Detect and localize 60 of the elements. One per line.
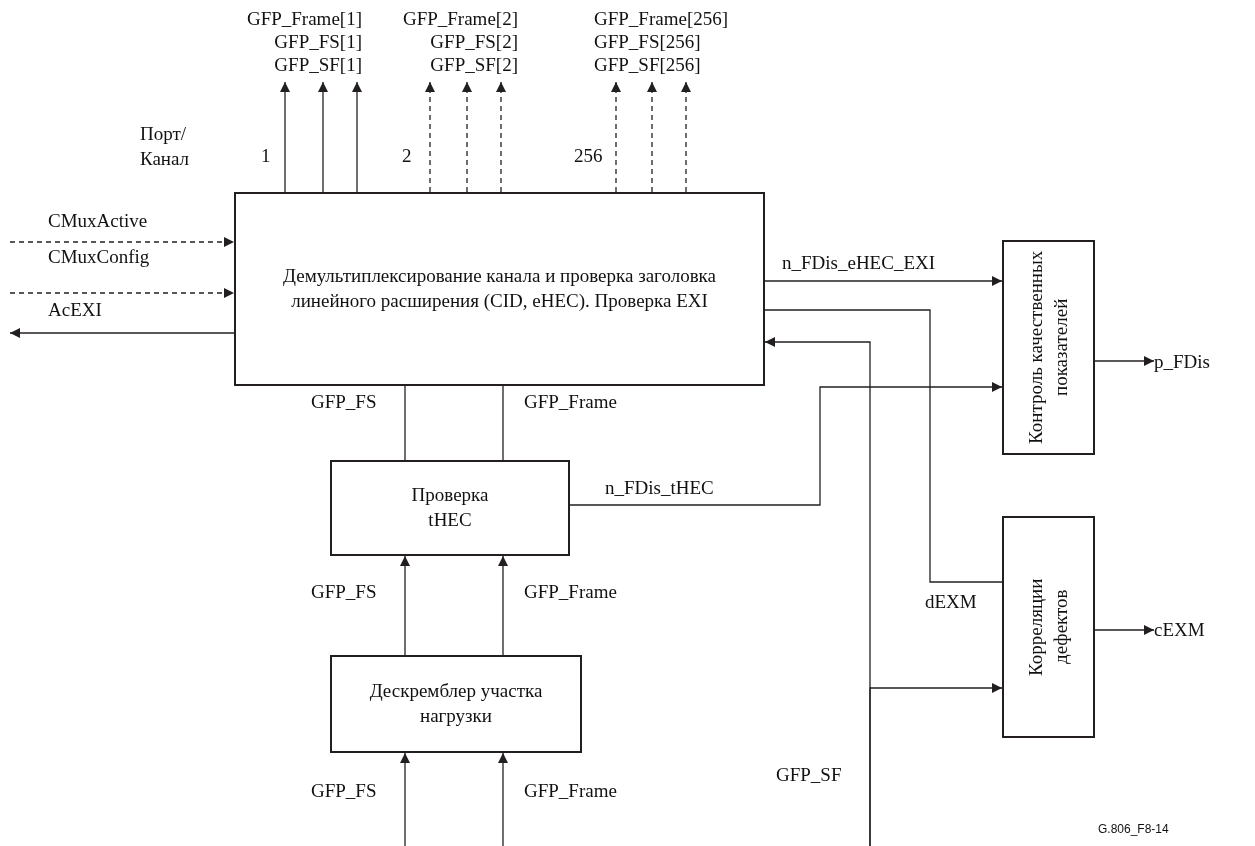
arrow bbox=[1094, 356, 1155, 366]
arrow bbox=[764, 276, 1003, 286]
signal-name: GFP_SF[1] bbox=[274, 53, 362, 77]
arrow bbox=[869, 683, 1003, 846]
box-text: Проверка tHEC bbox=[410, 483, 490, 532]
arrow bbox=[611, 81, 621, 193]
port-number: 256 bbox=[574, 146, 603, 167]
connector-line bbox=[404, 385, 406, 461]
arrow bbox=[9, 288, 235, 298]
arrow bbox=[681, 81, 691, 193]
signal-name: cEXM bbox=[1154, 618, 1218, 642]
arrow bbox=[352, 81, 362, 193]
edge-label: CMuxConfig bbox=[48, 247, 150, 268]
signal-name: GFP_Frame[2] bbox=[402, 8, 518, 31]
arrow bbox=[280, 81, 290, 193]
arrow bbox=[462, 81, 472, 193]
signal-name: p_FDis bbox=[1154, 350, 1226, 374]
process-box bbox=[330, 655, 582, 753]
signal-name: GFP_FS[1] bbox=[274, 30, 362, 54]
edge-label: GFP_FS bbox=[311, 392, 377, 413]
arrow bbox=[425, 81, 435, 193]
signal-name: GFP_Frame[1] bbox=[246, 8, 362, 31]
connector-line bbox=[502, 385, 504, 461]
port-label: Порт/ Канал bbox=[140, 122, 191, 171]
box-text: Дескремблер участка нагрузки bbox=[368, 679, 544, 728]
edge-label: GFP_FS bbox=[311, 781, 377, 802]
box-text: Демультиплексирование канала и проверка заголовка линейного расширения (CID, eHEC). Проверка EXI bbox=[282, 264, 717, 313]
signal-name: GFP_Frame[256] bbox=[594, 8, 729, 31]
edge-label: GFP_SF bbox=[776, 765, 842, 786]
arrow bbox=[318, 81, 328, 193]
connector-line bbox=[764, 309, 1003, 583]
edge-label: GFP_Frame bbox=[524, 781, 617, 802]
arrow bbox=[1094, 625, 1155, 635]
port-number: 2 bbox=[402, 146, 412, 167]
figure-id: G.806_F8-14 bbox=[1098, 822, 1169, 836]
arrow bbox=[400, 752, 410, 846]
arrow bbox=[498, 555, 508, 656]
process-box bbox=[234, 192, 765, 386]
process-box bbox=[1002, 516, 1095, 738]
edge-label: n_FDis_eHEC_EXI bbox=[782, 253, 936, 274]
signal-name: GFP_FS[2] bbox=[430, 30, 518, 54]
box-text: Контроль качественных показателей bbox=[1023, 249, 1072, 447]
arrow bbox=[647, 81, 657, 193]
arrow bbox=[569, 382, 1003, 506]
arrow bbox=[9, 237, 235, 247]
signal-name: GFP_SF[2] bbox=[430, 53, 518, 77]
box-text: Корреляции дефектов bbox=[1023, 577, 1072, 678]
process-box bbox=[1002, 240, 1095, 455]
edge-label: GFP_FS bbox=[311, 582, 377, 603]
signal-name: GFP_SF[256] bbox=[594, 53, 701, 77]
process-box bbox=[330, 460, 570, 556]
edge-label: GFP_Frame bbox=[524, 392, 617, 413]
arrow bbox=[400, 555, 410, 656]
port-number: 1 bbox=[261, 146, 271, 167]
arrow bbox=[496, 81, 506, 193]
edge-label: n_FDis_tHEC bbox=[605, 478, 714, 499]
edge-label: GFP_Frame bbox=[524, 582, 617, 603]
arrow bbox=[9, 328, 235, 338]
arrow bbox=[498, 752, 508, 846]
signal-name: GFP_FS[256] bbox=[594, 30, 701, 54]
